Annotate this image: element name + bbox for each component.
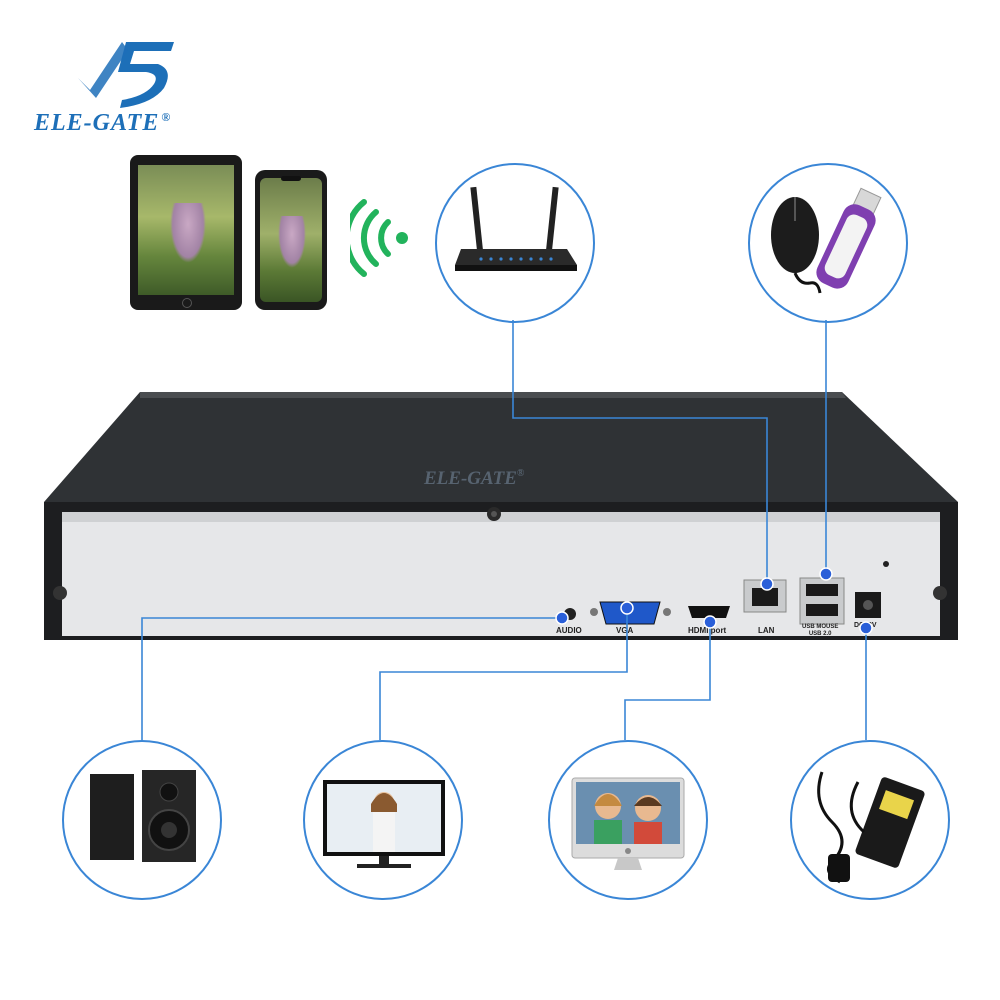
girl-figure: [170, 203, 206, 263]
hdmi-port-label: HDMI port: [688, 626, 727, 635]
imac-icon: [571, 777, 685, 870]
usb-version-label: USB 2.0: [808, 631, 832, 637]
power-adapter-callout: [790, 740, 950, 900]
usb-drive-icon: [816, 187, 882, 289]
speaker-icon: [90, 770, 196, 862]
usb-port-label: USB MOUSE USB 2.0: [802, 624, 838, 638]
speaker-callout: [62, 740, 222, 900]
audio-port-label: AUDIO: [556, 626, 582, 635]
router-callout: [435, 163, 595, 323]
phone-screen: [260, 178, 322, 302]
logo-icon: [78, 42, 174, 108]
router-icon: [455, 186, 577, 271]
girl-figure: [278, 216, 306, 268]
usb-devices-callout: [748, 163, 908, 323]
registered-mark: ®: [161, 110, 172, 124]
usb-mouse-label: USB MOUSE: [802, 624, 839, 630]
brand-logo: ELE-GATE®: [18, 20, 218, 136]
monitor-icon: [323, 780, 445, 868]
mouse-icon: [771, 197, 822, 294]
phone-icon: [255, 170, 327, 310]
monitor-callout: [303, 740, 463, 900]
brand-name: ELE-GATE®: [34, 110, 172, 136]
tablet-icon: [130, 155, 242, 310]
vga-port-label: VGA: [616, 626, 634, 635]
tablet-home-button: [182, 298, 192, 308]
tablet-screen: [138, 165, 234, 295]
nvr-device: [44, 392, 958, 640]
dc-port-label: DC12V: [854, 622, 877, 629]
wifi-icon: [350, 199, 408, 277]
power-adapter-icon: [817, 771, 925, 884]
phone-notch: [281, 176, 301, 181]
imac-callout: [548, 740, 708, 900]
watermark: ELE-GATE®: [424, 468, 525, 489]
lan-port-label: LAN: [758, 626, 775, 635]
